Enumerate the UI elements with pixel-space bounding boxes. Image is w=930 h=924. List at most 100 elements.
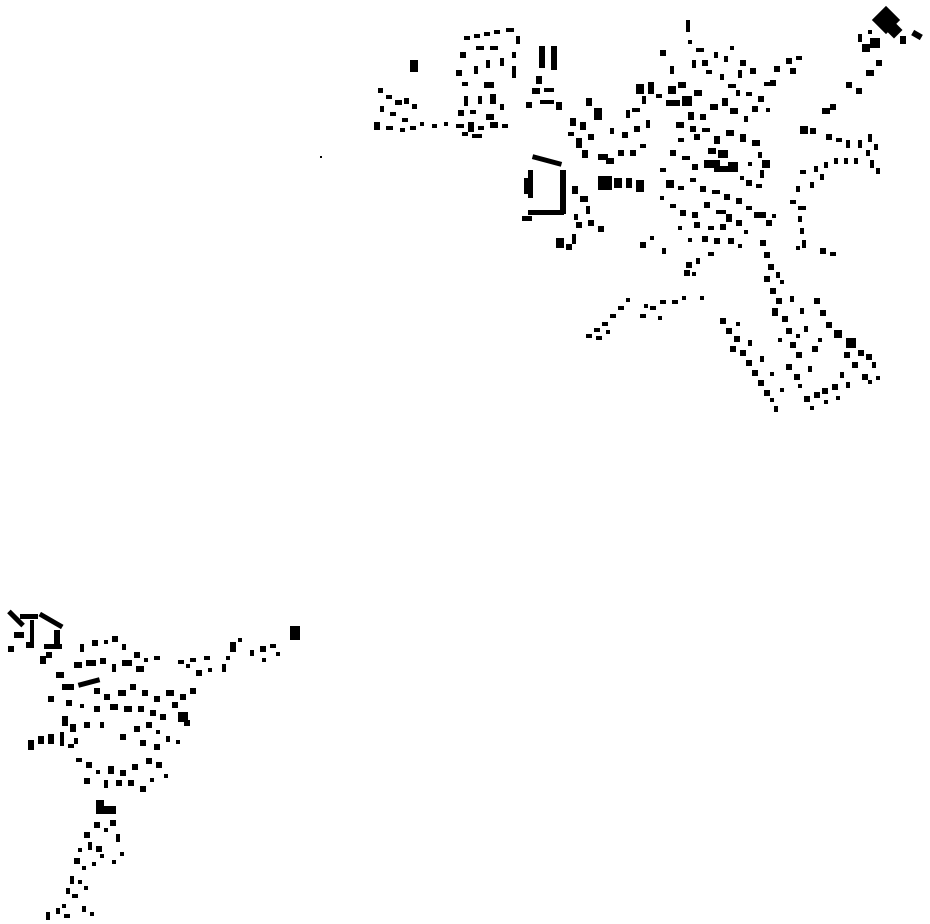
building-footprint [110,704,118,710]
building-footprint [694,90,702,96]
building-footprint [402,118,408,122]
building-footprint [911,29,923,41]
building-footprint [846,82,852,88]
building-footprint [730,46,734,50]
building-footprint [512,66,516,78]
building-footprint [140,740,146,746]
building-footprint [116,834,120,842]
building-footprint [38,736,44,744]
building-footprint [822,388,828,394]
building-footprint [846,338,856,348]
building-footprint [846,140,850,148]
building-footprint [531,154,563,167]
building-footprint [576,222,582,228]
building-footprint [790,200,796,204]
building-footprint [84,832,90,838]
building-footprint [874,144,878,150]
building-footprint [692,212,698,218]
building-footprint [100,658,106,664]
building-footprint [866,354,872,360]
building-footprint [714,238,720,244]
building-footprint [84,778,90,784]
building-footprint [866,150,870,156]
building-footprint [464,96,468,106]
building-footprint [702,128,710,132]
building-footprint [136,666,144,672]
building-footprint [728,84,736,88]
building-footprint [570,118,576,126]
building-footprint [77,677,101,688]
building-footprint [238,638,242,642]
building-footprint [822,108,830,114]
building-footprint [516,36,520,44]
building-footprint [598,226,604,232]
building-footprint [94,822,100,828]
building-footprint [794,374,800,380]
building-footprint [74,738,78,744]
building-footprint [796,334,800,338]
building-footprint [696,48,704,52]
building-footprint [646,120,650,128]
building-footprint [172,702,178,708]
building-footprint [494,30,500,34]
building-footprint [56,672,64,678]
building-footprint [740,60,746,66]
building-footprint [764,252,770,258]
building-footprint [682,296,686,300]
building-footprint [702,60,708,66]
building-footprint [48,734,54,744]
building-footprint [118,690,126,696]
building-footprint [290,626,300,640]
building-footprint [782,316,788,322]
building-footprint [678,82,686,88]
building-footprint [500,104,504,110]
building-footprint [116,780,122,786]
building-footprint [90,912,94,916]
building-footprint [692,60,696,68]
building-footprint [594,108,602,120]
building-footprint [682,156,690,160]
building-footprint [432,124,437,128]
building-footprint [710,104,718,110]
building-footprint [626,110,630,118]
building-footprint [726,130,734,136]
building-footprint [640,144,646,148]
building-footprint [196,670,202,676]
building-footprint [594,328,600,332]
building-footprint [700,186,706,192]
building-footprint [462,82,468,86]
building-footprint [618,306,624,310]
building-footprint [748,162,752,166]
building-footprint [836,396,840,400]
building-footprint [108,766,114,774]
building-footprint [96,770,100,774]
building-footprint [868,134,872,142]
building-footprint [774,406,778,412]
building-footprint [184,720,190,726]
building-footprint [868,380,872,384]
building-footprint [586,206,590,214]
building-footprint [786,58,792,64]
building-footprint [678,186,684,190]
building-footprint [490,122,498,128]
building-footprint [146,722,152,728]
building-footprint [610,314,616,318]
building-footprint [596,336,602,340]
building-footprint [824,400,828,404]
building-footprint [142,690,148,696]
building-footprint [870,38,880,48]
building-footprint [760,240,766,246]
building-footprint [386,126,393,130]
building-footprint [644,304,648,308]
building-footprint [154,744,160,750]
building-footprint [270,644,276,648]
building-footprint [772,214,776,218]
building-footprint [796,56,802,60]
building-footprint [810,128,816,134]
building-footprint [818,338,822,342]
north-east-settlement [320,5,923,412]
building-footprint [86,762,92,768]
building-footprint [740,350,746,356]
building-footprint [814,298,820,304]
building-footprint [840,372,844,378]
